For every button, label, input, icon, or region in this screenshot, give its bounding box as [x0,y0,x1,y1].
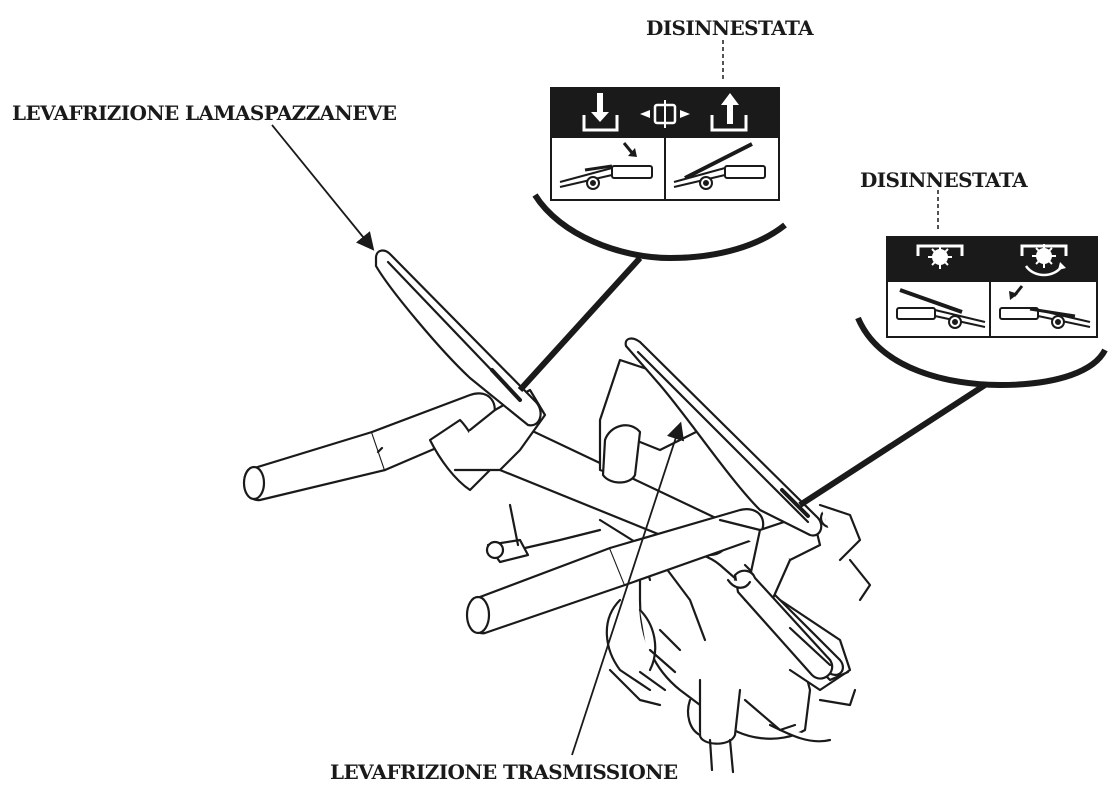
lever-released-icon [673,142,766,190]
blade-clutch-lever-label: LEVAFRIZIONE LAMASPAZZANEVE [12,101,397,125]
wheel-rotating-icon [1020,244,1068,277]
top-callout-frame [517,40,787,393]
right-callout-frame [798,190,1108,508]
right-decal [886,236,1098,338]
lever-released-icon [896,288,986,329]
top-disengaged-label: DISINNESTATA [646,16,814,40]
drive-clutch-lever-label: LEVAFRIZIONE TRASMISSIONE [330,760,678,784]
cable-adjuster [726,569,834,680]
handlebar-assembly [242,249,872,774]
blade-clutch-lever [374,249,542,427]
arrow-down-icon [582,93,619,132]
auger-icon [640,100,690,128]
left-grip [242,392,496,502]
blade-lever-leader [271,124,375,251]
top-decal [550,87,780,201]
lever-pressed-icon [999,285,1091,329]
right-disengaged-label: DISINNESTATA [860,168,1028,192]
arrow-up-icon [710,93,748,132]
drive-lever-leader [571,421,685,756]
wheel-icon [916,244,964,269]
lever-pressed-icon [559,142,653,190]
